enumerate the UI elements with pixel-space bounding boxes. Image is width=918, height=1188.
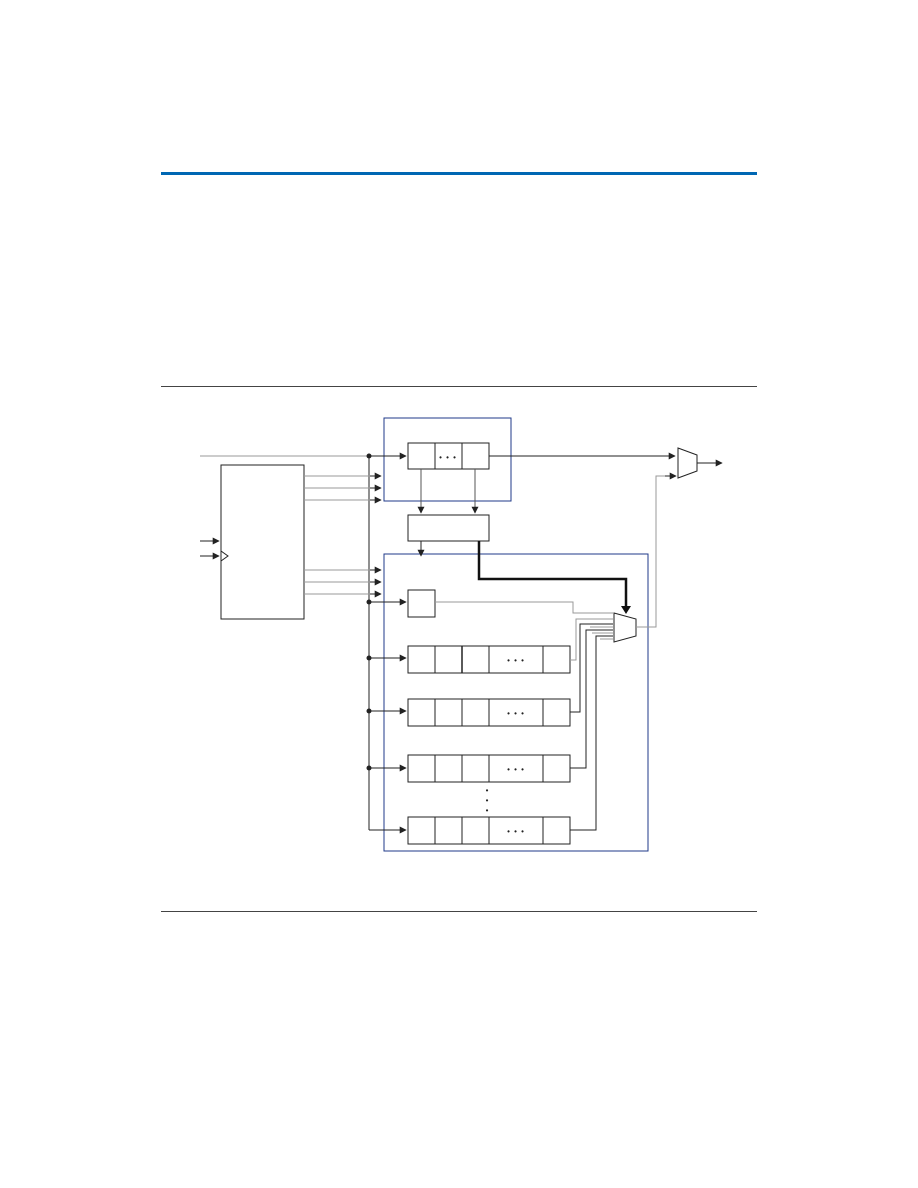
- select-line-thick: [477, 541, 628, 610]
- vertical-ellipsis: • • •: [486, 786, 489, 815]
- left-block-lower-arrowheads: [370, 566, 382, 598]
- shift-register-row-3: [407, 754, 571, 783]
- middle-block: [407, 514, 490, 542]
- left-block-upper-arrowheads: [370, 472, 382, 504]
- single-bit-to-mux: [435, 601, 613, 614]
- row-1-to-mux: [570, 618, 613, 661]
- left-block-lower-outputs: [304, 569, 381, 595]
- upper-shift-register: [407, 442, 490, 470]
- lower-mux-to-output-mux: [636, 475, 675, 628]
- svg-text:•: •: [486, 806, 489, 815]
- shift-register-row-4: [407, 816, 571, 845]
- figure-bottom-rule: [161, 911, 757, 912]
- select-line-arrowhead: [621, 606, 631, 614]
- row-3-to-mux: [570, 629, 613, 769]
- svg-text:•: •: [486, 796, 489, 805]
- clock-input-triangle: [220, 550, 229, 562]
- svg-text:•: •: [486, 786, 489, 795]
- row-4-ellipsis: • • •: [507, 827, 525, 836]
- left-control-block: [220, 464, 305, 620]
- row-1-ellipsis: • • •: [507, 656, 525, 665]
- single-bit-register: [407, 589, 436, 618]
- left-block-upper-outputs: [304, 475, 381, 501]
- row-4-to-mux: [570, 635, 613, 831]
- row-2-to-mux: [570, 623, 613, 713]
- figure-top-rule: [161, 386, 757, 387]
- shift-register-row-2: [407, 698, 571, 727]
- row-3-ellipsis: • • •: [507, 765, 525, 774]
- output-mux: [677, 447, 698, 479]
- upper-register-ellipsis: • • •: [439, 453, 457, 462]
- row-2-ellipsis: • • •: [507, 709, 525, 718]
- shift-register-row-1: [407, 645, 571, 674]
- mux-input-stubs: [590, 626, 613, 640]
- lower-mux: [613, 612, 637, 643]
- lower-group-outline: [383, 553, 649, 852]
- upper-group-outline: [383, 417, 512, 502]
- header-rule: [161, 172, 757, 175]
